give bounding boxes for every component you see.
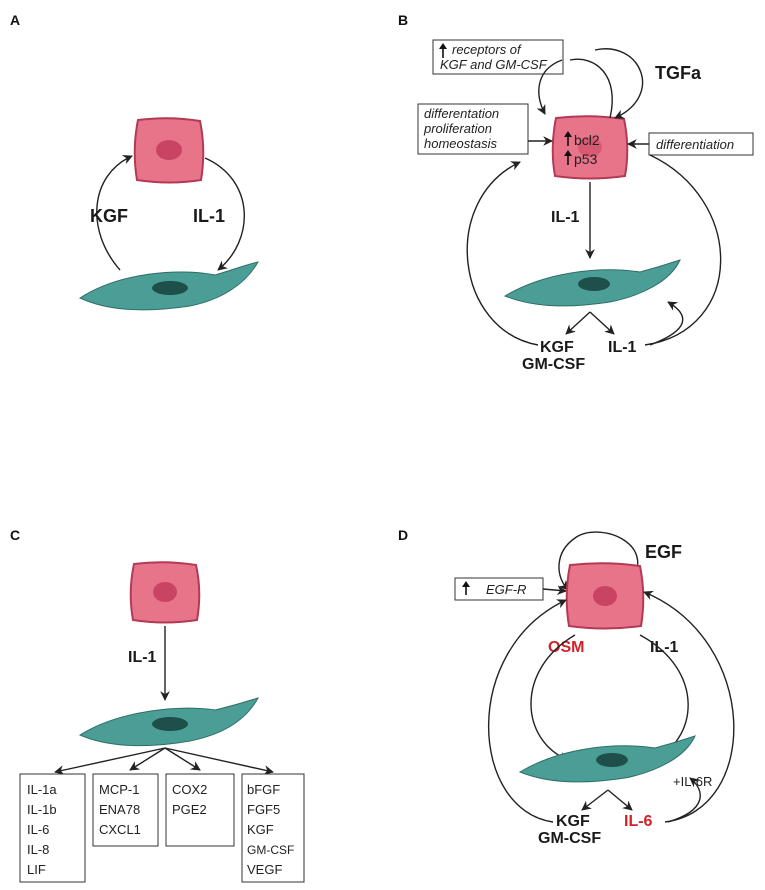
diff-line-3: homeostasis xyxy=(424,136,497,151)
out-arrow-4 xyxy=(164,747,274,775)
fibroblast-cell-icon xyxy=(78,261,259,311)
egfr-label: EGF-R xyxy=(486,582,526,597)
up-arrow-icon xyxy=(439,43,447,58)
cytokine-box-3 xyxy=(165,773,235,847)
box1-item: IL-1a xyxy=(27,782,57,797)
il6r-label: +IL-6R xyxy=(673,774,712,789)
egf-label: EGF xyxy=(645,542,682,562)
panel-b-letter: B xyxy=(398,12,408,28)
panel-a: A KGF IL-1 xyxy=(10,12,259,311)
tgf-label: TGFa xyxy=(655,63,702,83)
diff-line-1: differentation xyxy=(424,106,499,121)
kgf-feedback-arrow xyxy=(487,599,567,823)
box2-item: ENA78 xyxy=(99,802,140,817)
kgf-out-arrow xyxy=(581,789,609,811)
cytokine-box-2 xyxy=(92,773,159,847)
keratinocyte-cell-icon xyxy=(133,117,205,184)
kgf-label: KGF xyxy=(556,813,590,830)
box1-item: IL-8 xyxy=(27,842,49,857)
kgf-feedback-arrow xyxy=(466,161,539,346)
il1-label: IL-1 xyxy=(650,639,679,656)
gmcsf-label: GM-CSF xyxy=(538,830,601,847)
panel-a-letter: A xyxy=(10,12,20,28)
receptors-arrow xyxy=(536,59,563,115)
bcl2-label: bcl2 xyxy=(574,132,600,148)
differentiation-label: differentiation xyxy=(656,137,734,152)
receptors-box xyxy=(432,39,564,75)
panel-d-letter: D xyxy=(398,527,408,543)
keratinocyte-cell-icon xyxy=(551,115,629,180)
il1-feedback-arrow xyxy=(644,154,722,346)
il1-center-label: IL-1 xyxy=(551,209,580,226)
box4-item: GM-CSF xyxy=(247,843,294,857)
keratinocyte-cell-icon xyxy=(565,562,645,630)
fibroblast-cell-icon xyxy=(503,259,681,307)
il1-label: IL-1 xyxy=(128,649,157,666)
keratinocyte-cell-icon xyxy=(129,561,201,624)
tgf-loop xyxy=(594,48,644,119)
out-arrow-1 xyxy=(54,747,166,775)
fibroblast-cell-icon xyxy=(78,697,260,747)
gmcsf-label: GM-CSF xyxy=(522,356,585,373)
il1-arrow xyxy=(204,157,246,271)
panel-b: B receptors of KGF and GM-CSF TGFa diffe… xyxy=(398,12,754,373)
up-arrow-icon xyxy=(462,581,470,595)
box1-item: IL-1b xyxy=(27,802,57,817)
box1-item: IL-6 xyxy=(27,822,49,837)
out-arrow-2 xyxy=(129,747,166,771)
kgf-label: KGF xyxy=(540,339,574,356)
differentiation-proliferation-box xyxy=(417,103,529,155)
diff-line-2: proliferation xyxy=(423,121,492,136)
egf-loop xyxy=(558,531,639,591)
cytokine-box-1 xyxy=(19,773,86,883)
osm-arrow xyxy=(530,634,576,762)
cytokine-box-4 xyxy=(241,773,305,883)
tgf-loop-left xyxy=(569,58,613,119)
box2-item: CXCL1 xyxy=(99,822,141,837)
receptors-line-1: receptors of xyxy=(452,42,522,57)
up-arrow-icon xyxy=(564,131,572,146)
box4-item: bFGF xyxy=(247,782,280,797)
box2-item: MCP-1 xyxy=(99,782,139,797)
il6-out-arrow xyxy=(607,789,633,811)
il6-feedback-arrow xyxy=(643,590,735,823)
panel-d: D EGF EGF-R OSM IL-1 +IL-6R KGF GM-CSF I… xyxy=(398,527,735,847)
il1-bottom-label: IL-1 xyxy=(608,339,637,356)
il6-autocrine-arrow xyxy=(667,777,701,823)
receptors-line-2: KGF and GM-CSF xyxy=(440,57,548,72)
fibroblast-cell-icon xyxy=(518,735,696,783)
box1-item: LIF xyxy=(27,862,46,877)
il6-label: IL-6 xyxy=(624,813,653,830)
panel-c-letter: C xyxy=(10,527,20,543)
osm-label: OSM xyxy=(548,639,584,656)
kgf-arrow xyxy=(96,155,133,271)
il1-autocrine-arrow xyxy=(649,301,684,346)
panel-c: C IL-1 IL-1a IL-1b IL-6 IL-8 LIF MCP-1 E… xyxy=(10,527,305,883)
box3-item: COX2 xyxy=(172,782,207,797)
out-arrow-3 xyxy=(164,747,201,771)
p53-label: p53 xyxy=(574,151,598,167)
il1-label: IL-1 xyxy=(193,206,225,226)
il1-out-arrow xyxy=(589,311,615,335)
box3-item: PGE2 xyxy=(172,802,207,817)
kgf-out-arrow xyxy=(565,311,591,335)
box4-item: VEGF xyxy=(247,862,282,877)
box4-item: FGF5 xyxy=(247,802,280,817)
box4-item: KGF xyxy=(247,822,274,837)
up-arrow-icon xyxy=(564,150,572,165)
kgf-label: KGF xyxy=(90,206,128,226)
egfr-arrow xyxy=(542,585,567,596)
